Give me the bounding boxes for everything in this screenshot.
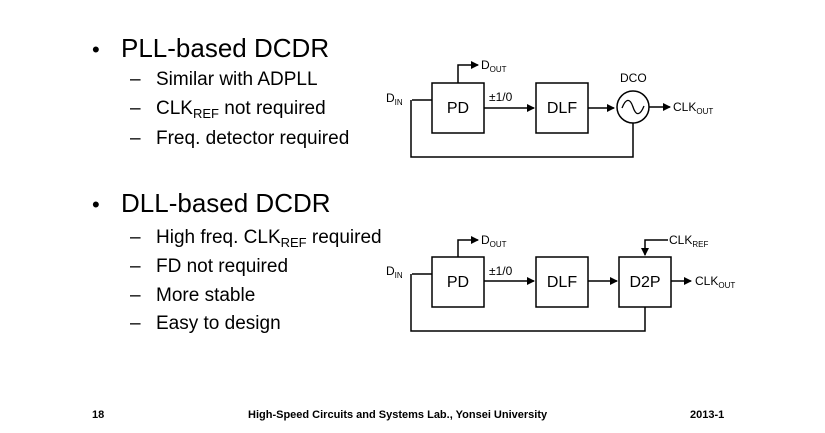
dll-diagram: DIN PD DOUT ±1/0 DLF D2P CLKREF CLKOUT	[386, 233, 735, 332]
section2-item-1-sub: REF	[280, 235, 307, 250]
pll-pd-block	[431, 82, 485, 134]
dll-feedback-wire	[410, 274, 646, 332]
section2-item-4: –Easy to design	[130, 313, 281, 334]
page-number: 18	[92, 409, 105, 421]
section1-item-3: –Freq. detector required	[130, 128, 350, 149]
dll-pd-label: PD	[447, 274, 469, 291]
pll-dco-label: DCO	[620, 71, 647, 85]
section1-item-3-text: Freq. detector required	[156, 128, 350, 149]
section1-item-2-sub: REF	[192, 106, 219, 121]
section1-item-2: –CLKREF not required	[130, 98, 326, 121]
dll-din-label: DIN	[386, 264, 403, 280]
dll-d2p-block	[618, 256, 672, 308]
pll-dlf-block	[535, 82, 589, 134]
pll-ctrl-label: ±1/0	[489, 90, 513, 104]
dll-clkref-arrow	[641, 239, 668, 256]
dll-clkout-label: CLKOUT	[695, 274, 735, 290]
footer-date: 2013-1	[690, 409, 725, 421]
pll-clkout-label: CLKOUT	[673, 100, 713, 116]
section1-item-1: –Similar with ADPLL	[130, 69, 318, 90]
section1-item-1-text: Similar with ADPLL	[156, 69, 318, 90]
bullet-dot: •	[92, 192, 100, 217]
footer-lab: High-Speed Circuits and Systems Lab., Yo…	[248, 409, 548, 421]
sine-wave-icon	[621, 99, 645, 115]
pll-dout-label: DOUT	[481, 58, 507, 74]
pll-diagram: DIN PD DOUT ±1/0 DLF DCO CLKOUT	[386, 58, 713, 158]
section1-item-2-pre: CLK	[156, 98, 193, 119]
dll-dout-arrow	[457, 236, 479, 257]
section2-title: DLL-based DCDR	[121, 188, 331, 218]
section2-item-1-pre: High freq. CLK	[156, 227, 281, 248]
pll-dout-arrow	[457, 61, 479, 83]
dll-clkref-label: CLKREF	[669, 233, 708, 249]
pll-dlf-label: DLF	[547, 100, 577, 117]
bullet-dot: •	[92, 37, 100, 62]
dll-dlf-label: DLF	[547, 274, 577, 291]
dll-d2p-label: D2P	[629, 274, 660, 291]
pll-feedback-wire	[410, 100, 634, 158]
dll-pd-block	[431, 256, 485, 308]
section2-item-1: –High freq. CLKREF required	[130, 227, 382, 250]
pll-pd-label: PD	[447, 100, 469, 117]
section1-item-2-post: not required	[218, 98, 326, 119]
dll-ctrl-label: ±1/0	[489, 264, 513, 278]
dll-dout-label: DOUT	[481, 233, 507, 249]
section2-item-3: –More stable	[130, 285, 256, 306]
section2-item-4-text: Easy to design	[156, 313, 281, 334]
section2-item-1-post: required	[306, 227, 382, 248]
section1-title: PLL-based DCDR	[121, 33, 330, 63]
dll-dlf-block	[535, 256, 589, 308]
section2-item-2: –FD not required	[130, 256, 289, 277]
pll-din-label: DIN	[386, 91, 403, 107]
section2-item-2-text: FD not required	[156, 256, 289, 277]
section2-item-3-text: More stable	[156, 285, 256, 306]
